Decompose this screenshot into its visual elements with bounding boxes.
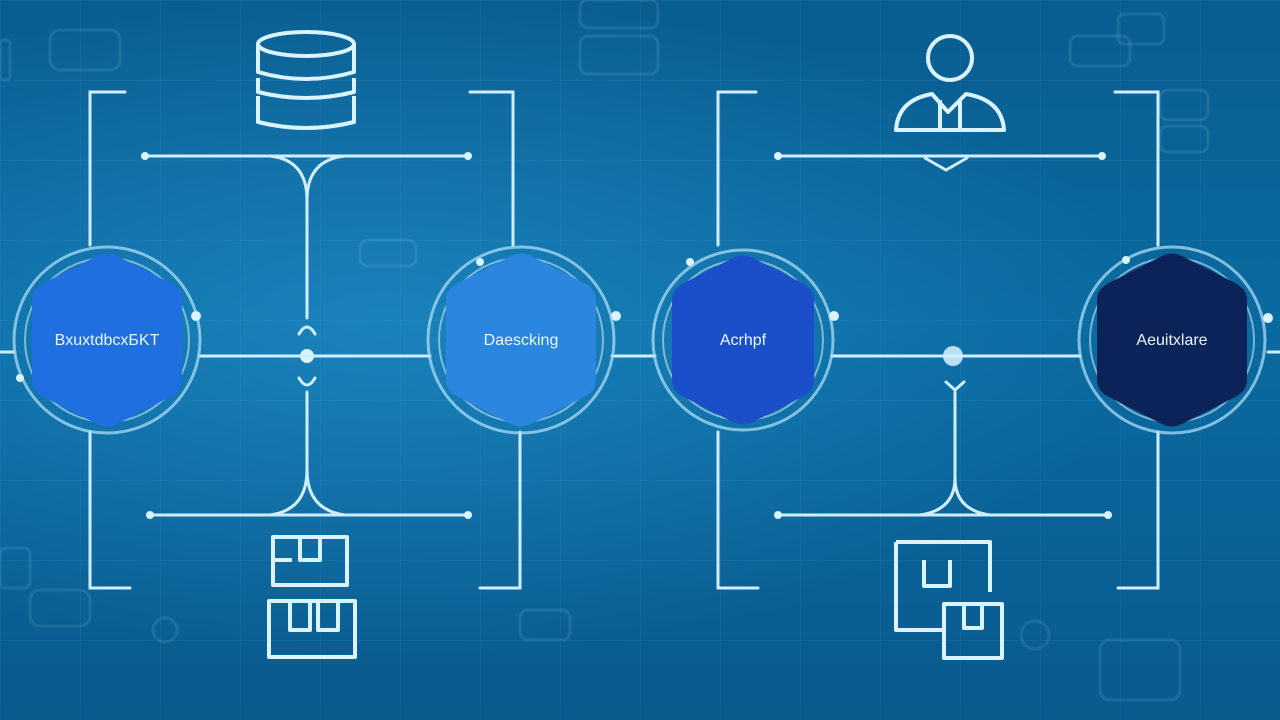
trunk-top-right-curve xyxy=(305,154,347,202)
left-group-connectors xyxy=(88,90,522,590)
node-1: BxuxtdbcxБKT xyxy=(12,245,202,435)
ghost-icons xyxy=(0,0,1210,702)
node-2-hexagon xyxy=(446,253,596,427)
right-group-connectors xyxy=(716,90,1160,590)
trunk-mark-top xyxy=(297,325,317,336)
node-3-label: Acrhpf xyxy=(720,332,767,349)
trunk-r-right xyxy=(953,476,992,517)
node-2-label: Daescking xyxy=(484,332,559,349)
trunk-mark-bottom xyxy=(297,376,317,387)
node-3-hexagon xyxy=(672,255,814,425)
main-flow-line xyxy=(0,350,1280,358)
trunk-r-mark xyxy=(944,380,966,393)
trunk-r-left xyxy=(918,390,957,517)
node-1-hexagon xyxy=(32,253,182,427)
bracket-top-left xyxy=(88,90,127,247)
trunk-bottom-left-curve xyxy=(268,390,309,517)
document-box-icon xyxy=(894,540,1004,660)
user-icon xyxy=(894,34,1006,132)
bar-top-r-notch xyxy=(923,156,969,172)
bracket-bottom-right xyxy=(478,430,522,590)
bracket-bottom-left-r xyxy=(716,430,760,590)
node-1-label: BxuxtdbcxБKT xyxy=(55,332,160,349)
database-icon xyxy=(256,30,356,130)
bracket-bottom-left xyxy=(88,430,132,590)
trunk-bottom-right-curve xyxy=(305,468,347,517)
bracket-top-left-r xyxy=(716,90,758,247)
boxes-icon xyxy=(267,535,357,659)
node-2: Daescking xyxy=(426,245,621,435)
node-3: Acrhpf xyxy=(651,248,839,432)
node-4-hexagon xyxy=(1097,253,1247,427)
bracket-top-right xyxy=(468,90,515,247)
node-4-label: Aeuitxlare xyxy=(1136,332,1207,349)
bracket-top-right-r xyxy=(1113,90,1160,247)
bracket-bottom-right-r xyxy=(1116,430,1160,590)
node-4: Aeuitxlare xyxy=(1077,245,1273,435)
trunk-top-left-curve xyxy=(268,154,309,320)
